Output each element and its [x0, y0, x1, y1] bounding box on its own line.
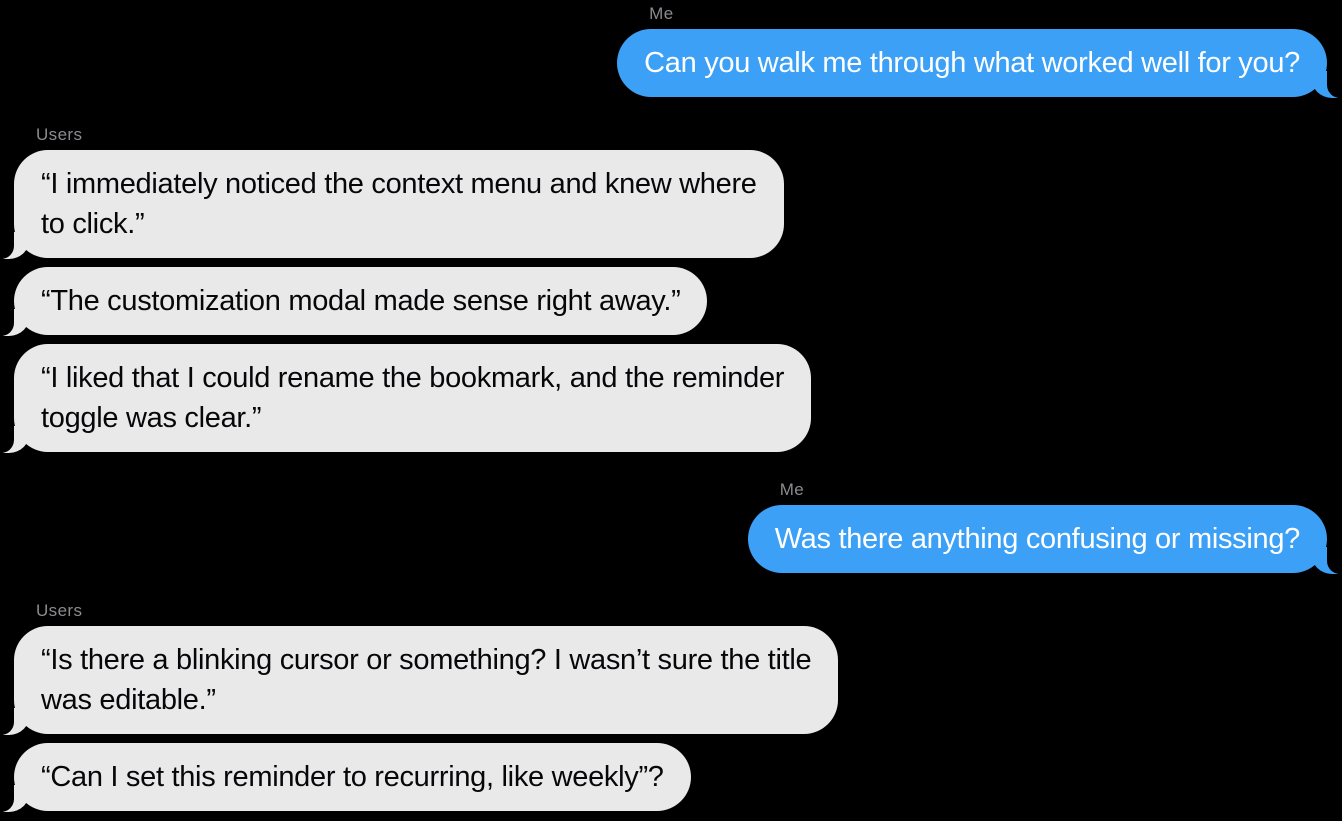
message-bubble-me[interactable]: Was there anything confusing or missing? — [747, 505, 1342, 574]
message-cluster: Me Was there anything confusing or missi… — [747, 480, 1342, 574]
message-bubble-user-quote[interactable]: “I immediately noticed the context menu … — [0, 150, 784, 259]
message-bubble-user-quote[interactable]: “Is there a blinking cursor or something… — [0, 626, 839, 735]
message-group-users-2: Users “Is there a blinking cursor or som… — [0, 601, 1327, 812]
message-cluster: Users “I immediately noticed the context… — [0, 125, 812, 453]
message-cluster: Users “Is there a blinking cursor or som… — [0, 601, 839, 812]
message-bubble-user-quote[interactable]: “Can I set this reminder to recurring, l… — [0, 743, 691, 812]
sender-label-me: Me — [649, 4, 674, 23]
message-bubble-user-quote[interactable]: “The customization modal made sense righ… — [0, 267, 708, 336]
message-group-me-1: Me Can you walk me through what worked w… — [14, 4, 1341, 98]
message-group-me-2: Me Was there anything confusing or missi… — [14, 480, 1342, 574]
message-bubble-user-quote[interactable]: “I liked that I could rename the bookmar… — [0, 344, 812, 453]
sender-label-users: Users — [36, 601, 83, 620]
message-cluster: Me Can you walk me through what worked w… — [617, 4, 1341, 98]
message-group-users-1: Users “I immediately noticed the context… — [0, 125, 1327, 453]
sender-label-me: Me — [779, 480, 805, 499]
sender-label-users: Users — [36, 125, 83, 144]
message-bubble-me[interactable]: Can you walk me through what worked well… — [617, 29, 1341, 98]
